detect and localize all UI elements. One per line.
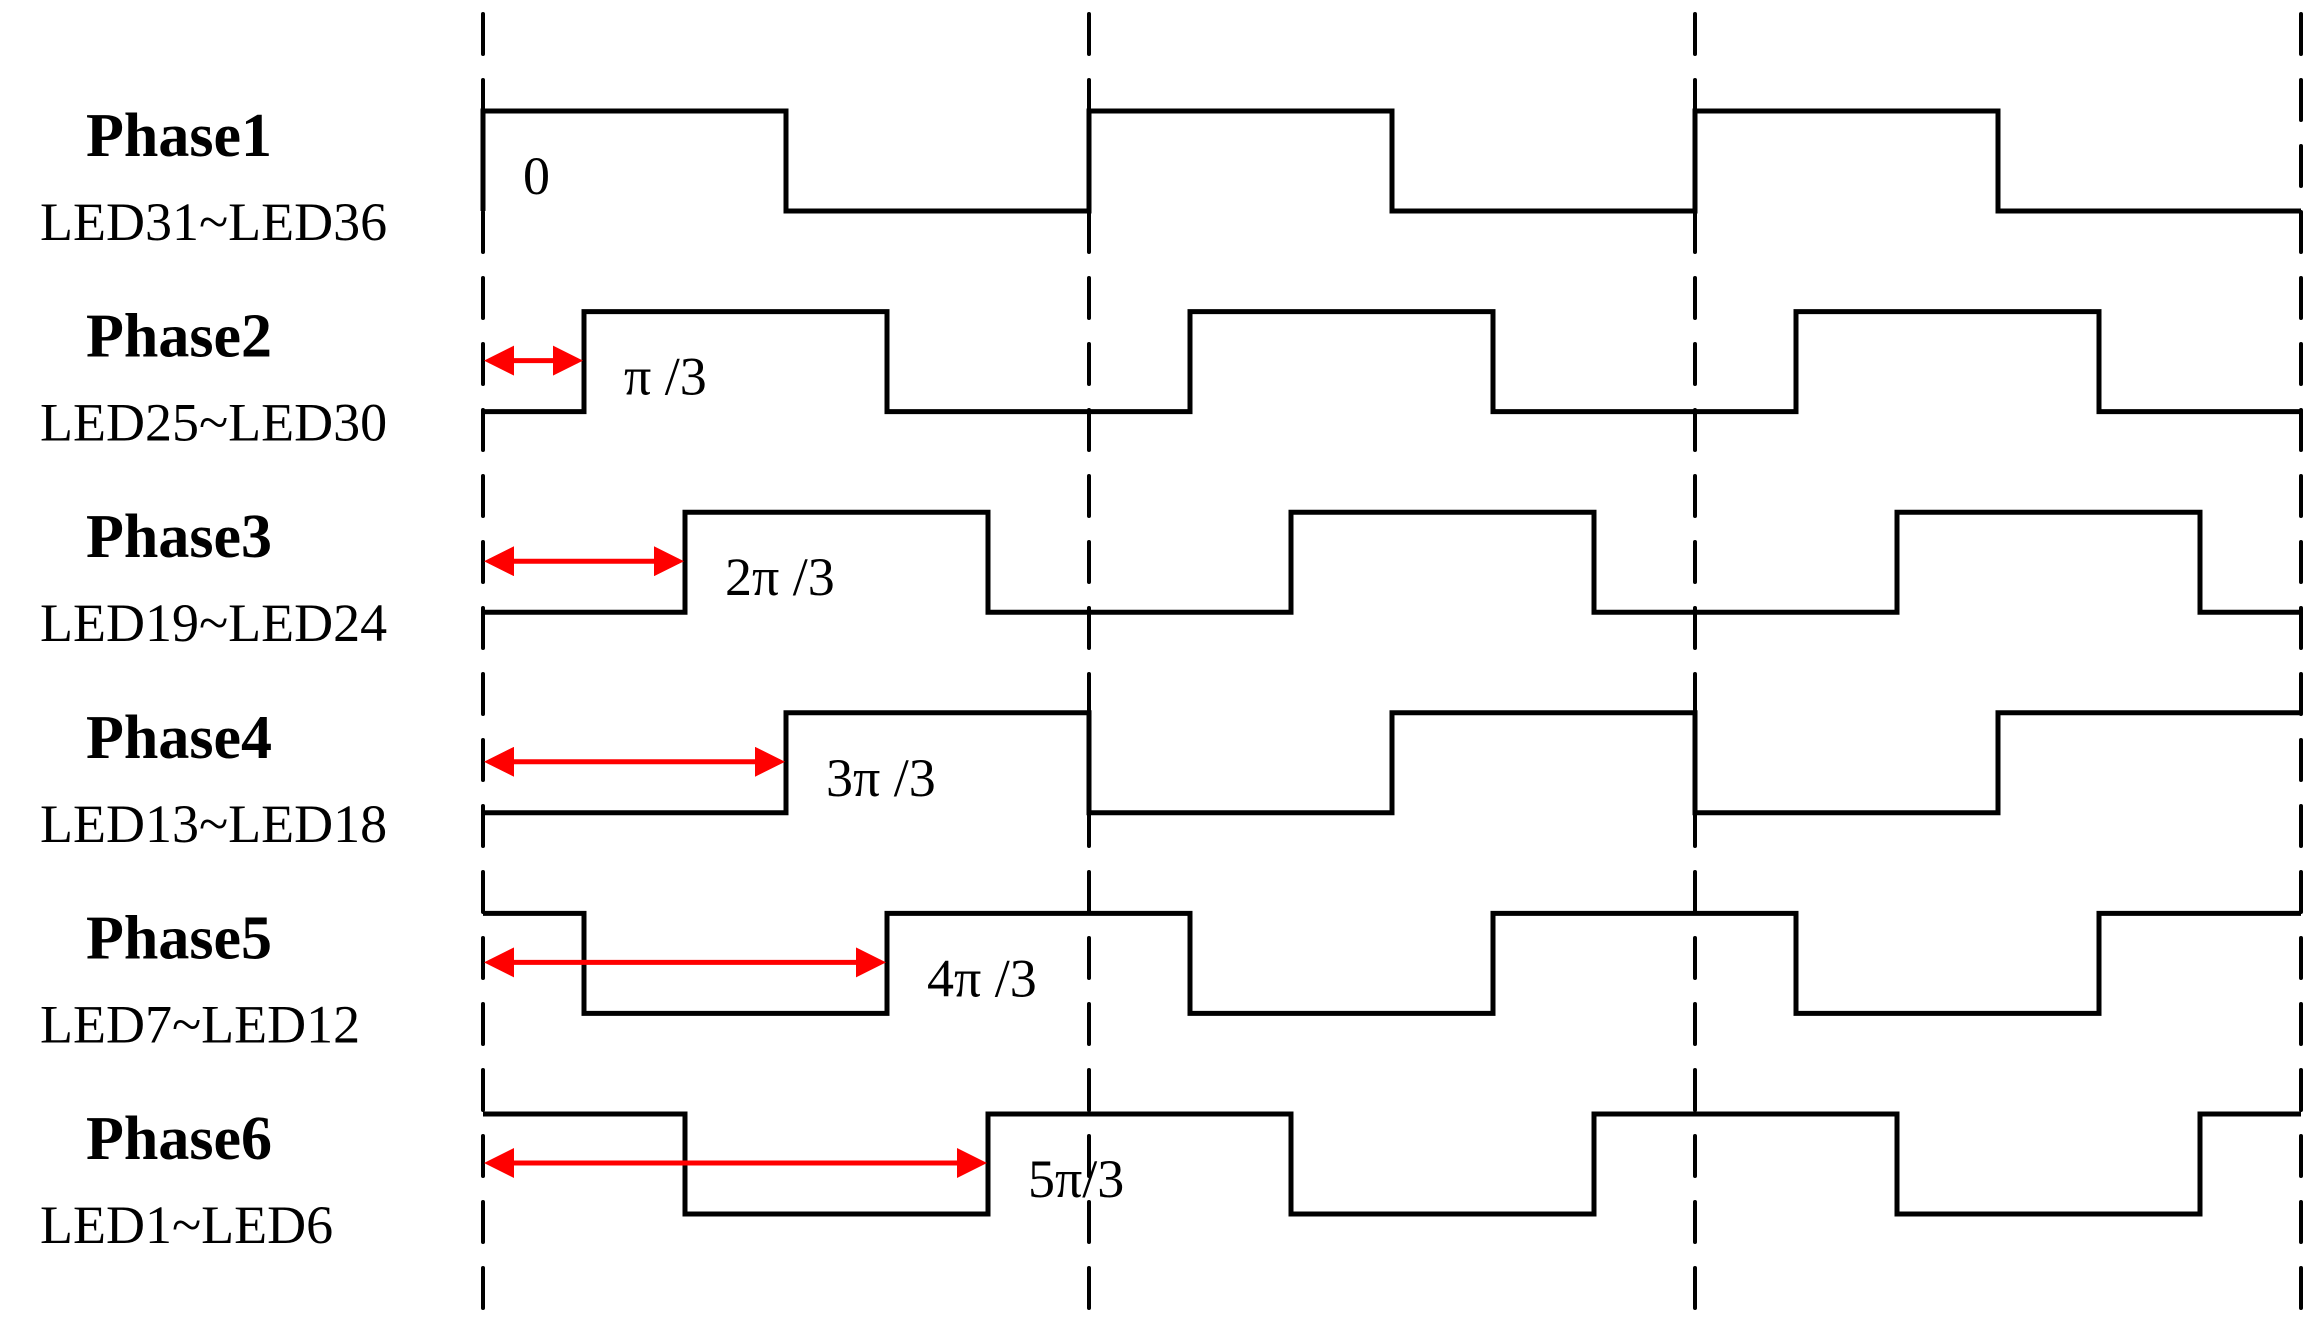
phase-offset-label: π /3: [624, 347, 707, 407]
phase-name-label: Phase5: [86, 904, 272, 972]
waveform-phase3: [483, 509, 2301, 615]
led-range-label: LED7~LED12: [40, 994, 360, 1054]
phase-name-label: Phase2: [86, 303, 272, 371]
phase-name-label: Phase3: [86, 503, 272, 571]
phase-name-label: Phase4: [86, 704, 272, 772]
waveform-phase6: [483, 1111, 2301, 1217]
phase-offset-arrows: [484, 345, 987, 1178]
waveform-phase1: [480, 108, 2301, 214]
phase-offset-label: 5π/3: [1028, 1149, 1124, 1209]
waveforms: [480, 108, 2301, 1217]
phase-offset-label: 2π /3: [725, 547, 835, 607]
period-markers: [481, 12, 2303, 1320]
led-range-label: LED25~LED30: [40, 393, 387, 453]
phase-offset-label: 0: [523, 146, 550, 206]
waveform-phase2: [483, 309, 2301, 415]
led-range-label: LED19~LED24: [40, 593, 387, 653]
led-range-label: LED1~LED6: [40, 1195, 333, 1255]
led-range-label: LED31~LED36: [40, 192, 387, 252]
waveform-phase4: [483, 710, 2301, 816]
phase-offset-label: 4π /3: [927, 948, 1037, 1008]
phase-name-label: Phase6: [86, 1105, 272, 1173]
waveform-phase5: [483, 910, 2301, 1016]
phase-name-label: Phase1: [86, 102, 272, 170]
led-range-label: LED13~LED18: [40, 794, 387, 854]
phase-offset-label: 3π /3: [826, 748, 936, 808]
